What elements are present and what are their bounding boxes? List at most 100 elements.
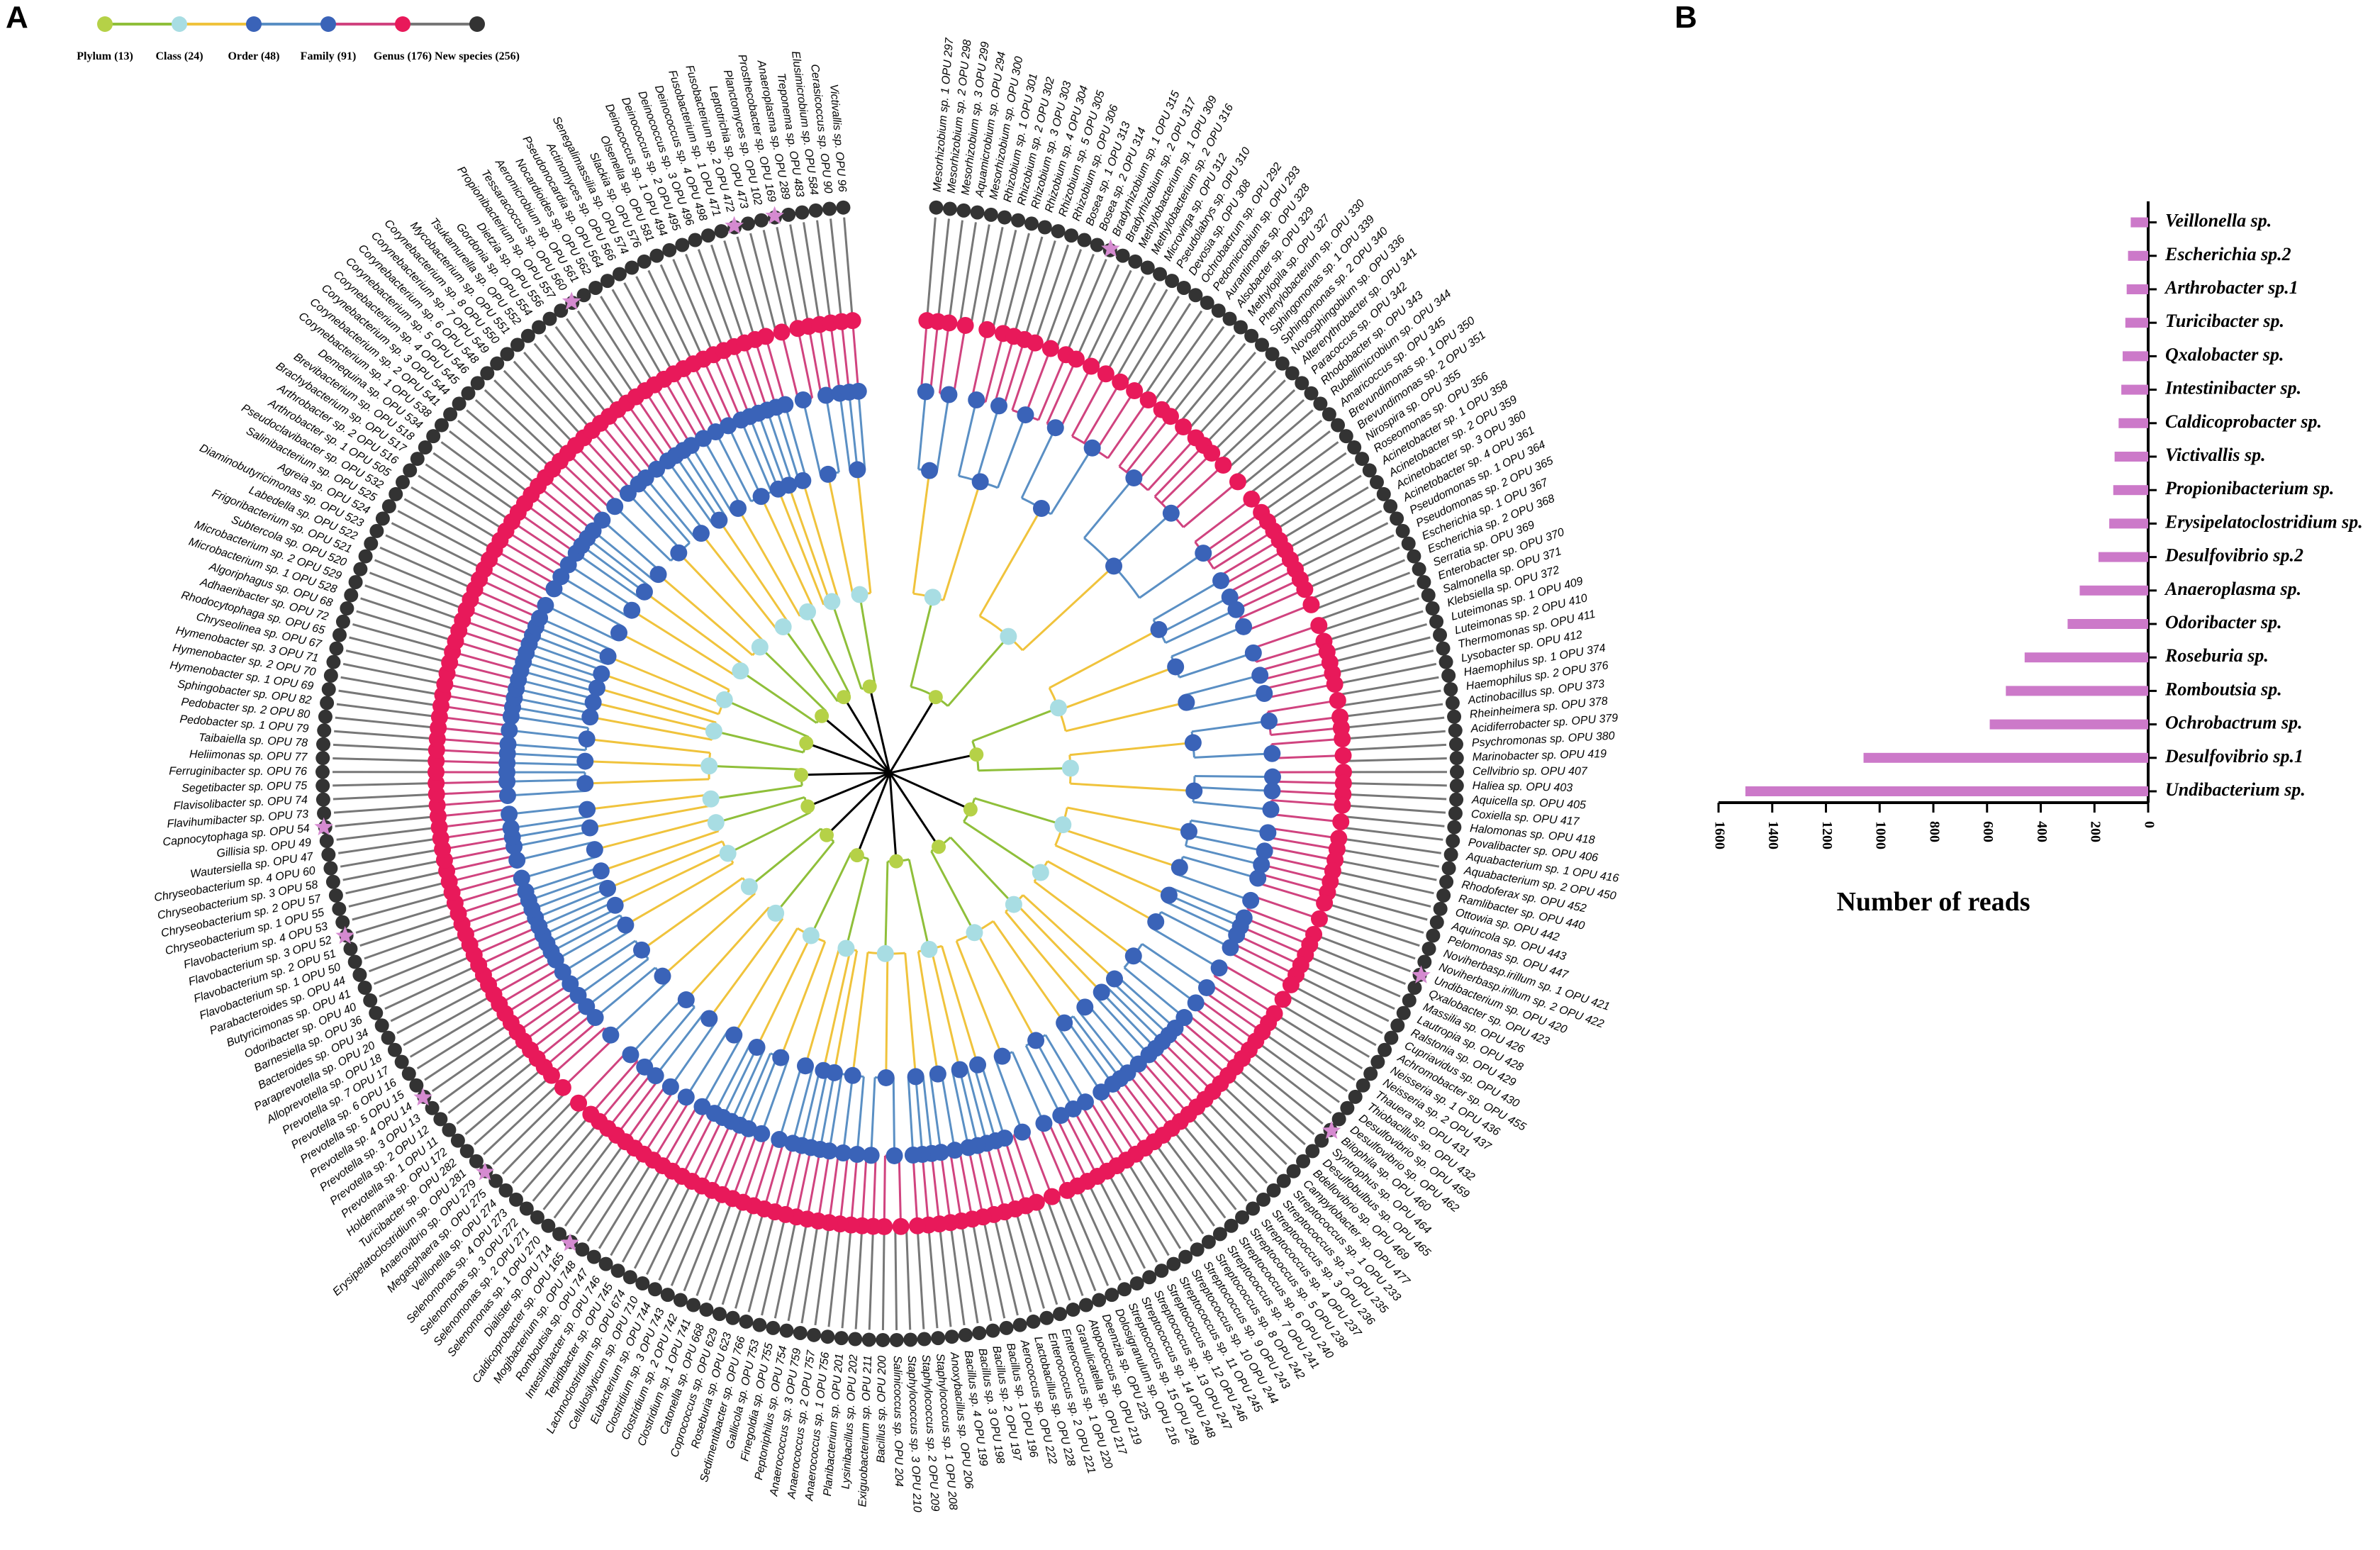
family-node [1046,419,1064,437]
tree-branch [542,901,615,936]
family-node [917,383,934,401]
species-node [889,1332,904,1347]
species-node [1039,1310,1054,1325]
tree-branch [633,1088,676,1149]
tree-branch [530,494,588,540]
species-node [741,216,756,231]
tree-branch [437,737,508,746]
species-node [1276,1173,1291,1188]
tree-branch [810,1071,828,1148]
genus-node [1316,894,1334,912]
tree-branch [590,1060,639,1115]
species-node [1255,338,1270,352]
species-node [1340,1100,1355,1115]
species-node [1363,1066,1378,1081]
order-node [815,1061,832,1079]
tree-branch [1174,1027,1229,1076]
tree-branch [843,217,854,321]
tree-branch [1295,974,1390,1022]
species-node [983,207,998,222]
tree-branch [1144,1147,1205,1234]
order-node [700,1010,718,1027]
order-node [670,544,688,562]
tree-branch [535,887,608,919]
tree-branch [586,737,710,754]
tree-branch [525,866,600,893]
genus-node [1026,334,1044,352]
species-node [754,213,769,228]
tree-branch [1343,793,1447,801]
tree-branch [439,818,510,829]
order-node [772,1049,790,1066]
bar [2118,418,2148,428]
leaf-label: Salinicoccus sp. OPU 204 [891,1356,905,1487]
tree-branch [904,952,917,1077]
tree-nodes [428,312,1352,1235]
phylum-node [862,679,877,694]
tree-branch [1272,789,1343,796]
tree-branch [709,764,802,771]
tree-branch [1247,908,1314,936]
tree-branch [1161,452,1213,504]
tree-branch [499,539,562,578]
tree-branch [336,703,440,718]
species-node [1026,1314,1041,1329]
species-node [434,418,449,433]
tree-branch [1141,1060,1190,1115]
tree-branch [1194,498,1253,543]
tree-branch [559,460,613,511]
tree-branch [657,574,754,657]
species-node [673,1293,688,1308]
tree-branch [976,1145,995,1215]
tree-branch [778,1064,803,1140]
tree-branch [1118,408,1163,467]
tree-branch [1217,539,1280,578]
leaf-label: Exiguobacterium sp. OPU 211 [856,1355,874,1507]
species-node [530,1210,544,1225]
bar [2126,284,2148,294]
species-node [348,574,363,589]
tree-branch [1165,901,1237,936]
tree-branch [1133,303,1192,391]
tree-branch [439,715,510,727]
tree-branch [1258,872,1328,894]
tree-branch [889,753,977,774]
leaf-label: Heliimonas sp. OPU 77 [189,748,308,763]
order-node [844,1066,861,1084]
tree-branch [474,925,540,957]
genus-node [892,1217,910,1235]
species-node [686,1298,701,1312]
tree-branch [1334,859,1437,881]
x-tick-label: 1200 [1819,821,1835,849]
category-label: Arthrobacter sp.1 [2164,277,2298,298]
tree-branch [352,891,452,921]
genus-node [554,1078,571,1096]
species-node [1077,233,1092,247]
tree-branch [562,1037,615,1088]
genus-node [1126,382,1144,400]
x-tick-label: 800 [1926,821,1942,842]
species-node [321,847,336,862]
bar [2098,552,2148,562]
tree-branch [963,820,1041,874]
tree-branch [912,470,931,594]
bar [2114,452,2148,462]
tree-branch [607,655,723,706]
species-node [1322,407,1336,422]
tree-branch [1256,881,1325,904]
family-node [1263,782,1281,800]
tree-branch [1096,1176,1146,1269]
tree-branch [1153,445,1205,498]
tree-branch [1046,1198,1084,1296]
order-node [710,511,728,529]
order-node [1160,886,1178,904]
x-axis-label: Number of reads [1836,887,2030,917]
tree-branch [600,830,720,872]
tree-branch [776,226,799,329]
family-node [1052,1107,1070,1125]
species-node [1417,954,1432,969]
tree-branch [507,789,586,797]
species-node [1166,1256,1181,1271]
tree-branch [849,1154,859,1225]
tree-branch [513,830,591,848]
